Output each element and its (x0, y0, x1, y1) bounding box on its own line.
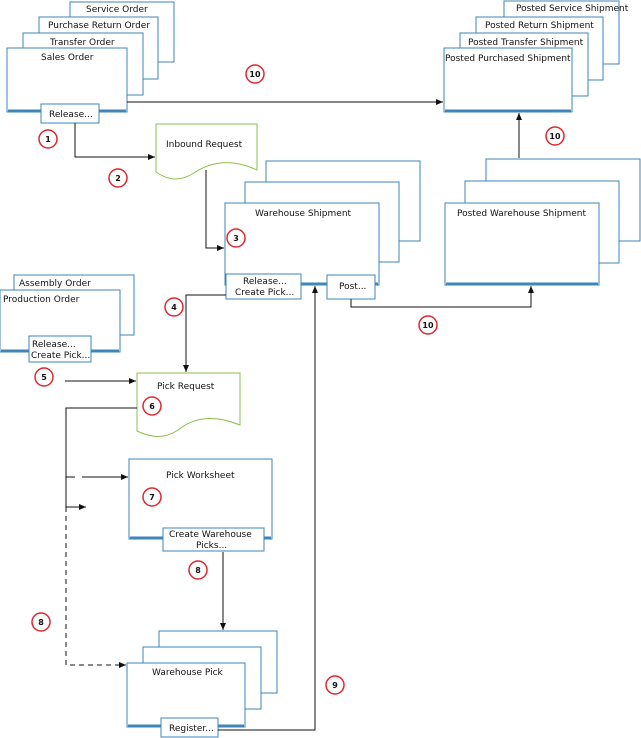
posted-purchased-shipment-box (443, 47, 573, 113)
source-orders-stack: Service Order Purchase Return Order Tran… (6, 1, 175, 113)
warehouse-pick-stack: Warehouse Pick (126, 630, 278, 728)
svg-text:6: 6 (149, 402, 155, 411)
posted-service-shipment-label: Posted Service Shipment (516, 4, 629, 14)
arrow-inbound-to-shipment (205, 170, 224, 251)
badge-3: 3 (226, 228, 246, 248)
warehouse-shipment-box (224, 202, 380, 286)
inbound-request-label: Inbound Request (166, 140, 243, 150)
svg-text:4: 4 (171, 303, 177, 312)
badge-2: 2 (108, 168, 128, 188)
warehouse-pick-label: Warehouse Pick (152, 668, 224, 678)
svg-text:10: 10 (249, 70, 261, 79)
arrow-release-to-inbound-request (74, 123, 155, 160)
post-button[interactable]: Post... (326, 274, 376, 300)
release-create-pick-button-production[interactable]: Release... Create Pick... (28, 335, 92, 363)
register-button-label: Register... (169, 724, 214, 734)
warehouse-shipment-stack: Warehouse Shipment (224, 160, 421, 286)
svg-text:8: 8 (38, 618, 44, 627)
posted-return-shipment-label: Posted Return Shipment (485, 21, 594, 31)
arrow-pick-request-to-worksheet (65, 407, 137, 510)
svg-text:9: 9 (332, 681, 338, 690)
posted-purchased-shipment-label: Posted Purchased Shipment (445, 54, 571, 64)
purchase-return-order-label: Purchase Return Order (48, 21, 150, 31)
badge-10-right: 10 (545, 126, 565, 146)
posted-warehouse-shipment-stack: Posted Warehouse Shipment (444, 158, 641, 286)
warehouse-pick-box (126, 662, 246, 728)
badge-8-worksheet: 8 (188, 560, 208, 580)
assembly-order-label: Assembly Order (19, 279, 91, 289)
transfer-order-label: Transfer Order (49, 38, 115, 48)
svg-text:8: 8 (195, 566, 201, 575)
pick-worksheet-label: Pick Worksheet (166, 471, 235, 481)
badge-9: 9 (325, 675, 345, 695)
pick-request-document: Pick Request (136, 372, 241, 437)
posted-warehouse-shipment-label: Posted Warehouse Shipment (457, 209, 586, 219)
badge-8-dashed: 8 (31, 612, 51, 632)
register-button[interactable]: Register... (160, 717, 219, 738)
warehouse-shipment-label: Warehouse Shipment (255, 209, 352, 219)
service-order-label: Service Order (86, 5, 148, 15)
release-button-sales[interactable]: Release... (40, 103, 100, 124)
svg-text:5: 5 (41, 373, 47, 382)
svg-text:2: 2 (115, 174, 121, 183)
svg-text:7: 7 (149, 493, 155, 502)
assembly-production-stack: Assembly Order Production Order (0, 274, 135, 353)
badge-10-top: 10 (245, 64, 265, 84)
inbound-request-document: Inbound Request (155, 123, 258, 180)
posted-shipments-stack: Posted Service Shipment Posted Return Sh… (443, 0, 629, 113)
arrow-register-to-shipment (218, 286, 318, 731)
connectors (65, 99, 534, 731)
svg-text:10: 10 (422, 321, 434, 330)
sales-order-label: Sales Order (41, 53, 94, 63)
arrow-create-pick-to-pick-request (183, 294, 226, 372)
pick-request-label: Pick Request (157, 382, 215, 392)
badge-4: 4 (164, 297, 184, 317)
svg-text:3: 3 (233, 234, 239, 243)
sales-order-box (6, 47, 128, 113)
badge-5: 5 (34, 367, 54, 387)
create-warehouse-picks-label-1: Create Warehouse (169, 530, 252, 540)
arrow-post-to-posted-warehouse (350, 286, 534, 308)
posted-transfer-shipment-label: Posted Transfer Shipment (468, 38, 584, 48)
create-pick-label: Create Pick... (235, 288, 294, 298)
badge-1: 1 (38, 129, 58, 149)
production-order-label: Production Order (3, 295, 80, 305)
badge-10-post: 10 (418, 315, 438, 335)
release-create-pick-button-shipment[interactable]: Release... Create Pick... (225, 273, 302, 300)
create-warehouse-picks-label-2: Picks... (196, 541, 227, 551)
release-button-sales-label: Release... (49, 110, 93, 120)
dashed-arrow-to-warehouse-pick (65, 507, 126, 668)
create-warehouse-picks-button[interactable]: Create Warehouse Picks... (162, 527, 265, 552)
prod-create-pick-label: Create Pick... (31, 351, 90, 361)
svg-text:10: 10 (549, 132, 561, 141)
release-label: Release... (243, 277, 287, 287)
post-button-label: Post... (339, 282, 366, 292)
badge-6: 6 (142, 396, 162, 416)
prod-release-label: Release... (32, 340, 76, 350)
step-badges: 1 2 3 4 5 6 7 8 8 9 10 10 10 (31, 64, 565, 695)
badge-7: 7 (142, 487, 162, 507)
posted-warehouse-shipment-box (444, 202, 600, 286)
svg-text:1: 1 (45, 135, 51, 144)
